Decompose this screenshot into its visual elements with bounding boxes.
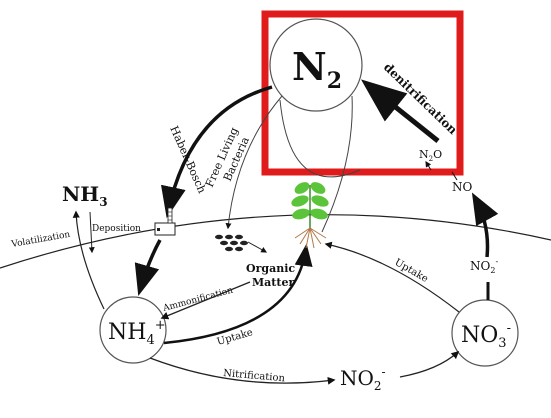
factory-icon [154,207,176,236]
soil-surface-line [0,214,551,269]
no2-bottom-label: NO2- [340,365,386,393]
ammonification-arrow [160,281,251,320]
nitrification-arrow [149,357,336,385]
no2-to-no3-arrow [399,350,460,378]
denitrification-arrow [360,79,440,143]
microbes-to-om-arrow [247,241,268,253]
no-label: NO [452,180,473,194]
no3-label: NO3- [461,321,511,351]
no2-right-label: NO2- [470,257,498,275]
microbes-icon [215,234,248,252]
factory-to-nh4-arrow [134,239,162,297]
uptake-left-label: Uptake [216,327,254,348]
n2-label: N2 [292,44,342,94]
no-to-n2o-arrow [451,171,458,181]
n2-to-plant-line [321,95,353,233]
deposition-arrow [88,211,95,254]
n2-node [269,18,363,112]
nh4-node [99,296,167,364]
volatilization-arrow [72,210,105,310]
uptake-right-arrow [324,241,460,313]
organic-matter-label: Organic Matter [246,262,299,289]
haber-bosch-arrow [161,85,273,219]
uptake-left-arrow [163,243,313,345]
n2o-arrow [425,160,432,171]
plant-icon [291,182,329,249]
deposition-label: Deposition [92,224,141,234]
ammonification-label: Ammonification [161,286,234,315]
volatilization-label: Volatilization [10,230,71,250]
no3-node [451,299,519,367]
no2-to-no-arrow [471,192,499,258]
highlight-box [261,10,464,176]
nh3-label: NH3 [62,182,108,209]
nh4-label: NH4+ [108,318,166,348]
n2-loop-line [279,99,361,178]
n2o-label: N2O [419,148,442,163]
free-living-arrow [225,95,283,230]
